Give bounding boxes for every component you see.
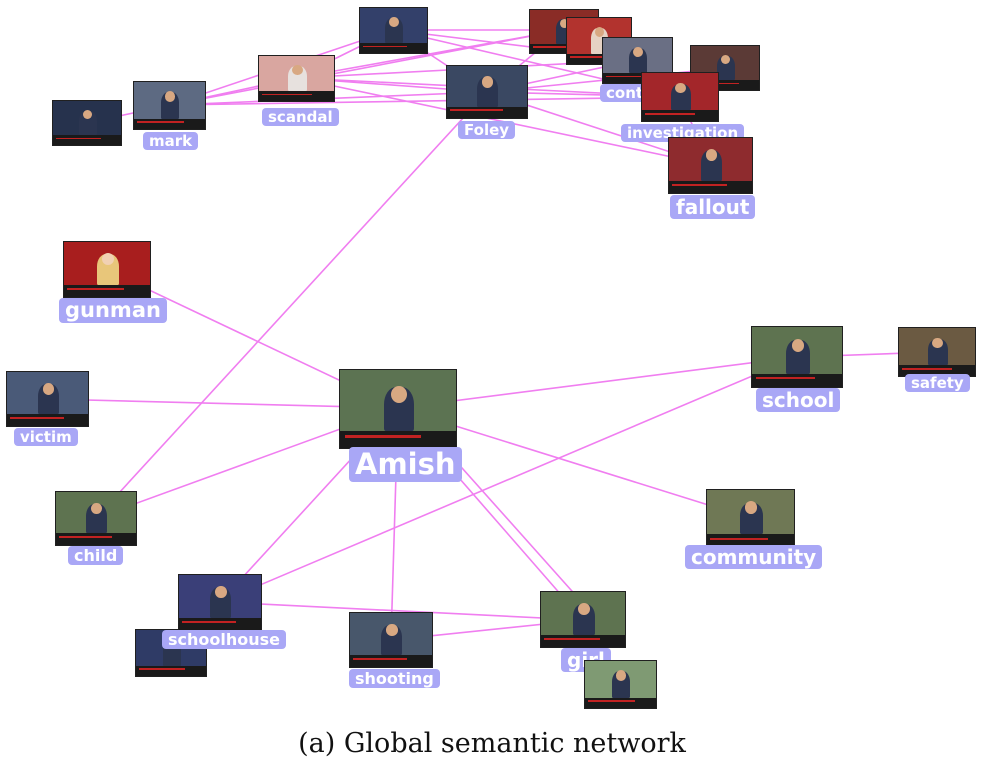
node-label-victim: victim	[14, 428, 78, 446]
node-thumbnail-amish	[339, 369, 457, 449]
edge-schoolhouse-girl	[219, 601, 584, 621]
node-thumbnail-gunman	[63, 241, 151, 298]
node-thumbnail-top-center	[359, 7, 428, 54]
node-thumbnail-investigation	[641, 72, 719, 122]
node-label-foley: Foley	[458, 121, 516, 139]
node-label-amish: Amish	[349, 447, 462, 482]
figure-caption: (a) Global semantic network	[298, 728, 686, 759]
node-thumbnail-mark	[133, 81, 206, 130]
node-label-gunman: gunman	[59, 298, 167, 324]
edge-amish-school	[397, 356, 798, 409]
node-thumbnail-girl-secondary	[584, 660, 657, 709]
node-label-cont: cont	[600, 84, 650, 102]
node-thumbnail-unlabeled-left	[52, 100, 122, 146]
node-label-school: school	[756, 388, 841, 412]
node-label-mark: mark	[143, 132, 199, 150]
edge-foley-child	[95, 91, 488, 519]
node-thumbnail-safety	[898, 327, 976, 377]
node-label-schoolhouse: schoolhouse	[162, 630, 287, 650]
edge-schoolhouse-school	[219, 356, 798, 603]
node-thumbnail-scandal	[258, 55, 335, 102]
node-thumbnail-victim	[6, 371, 89, 427]
node-thumbnail-community	[706, 489, 795, 548]
node-label-community: community	[685, 545, 823, 569]
node-thumbnail-fallout	[668, 137, 753, 194]
node-thumbnail-girl	[540, 591, 626, 648]
edge-mark-inv	[169, 96, 681, 106]
node-label-safety: safety	[905, 374, 970, 392]
node-thumbnail-foley	[446, 65, 528, 119]
node-label-shooting: shooting	[349, 669, 440, 689]
node-thumbnail-schoolhouse	[178, 574, 262, 631]
node-label-child: child	[68, 546, 124, 566]
node-thumbnail-child	[55, 491, 137, 546]
node-thumbnail-school	[751, 326, 843, 388]
node-label-fallout: fallout	[670, 195, 756, 219]
node-label-scandal: scandal	[262, 108, 339, 126]
node-thumbnail-shooting	[349, 612, 433, 668]
